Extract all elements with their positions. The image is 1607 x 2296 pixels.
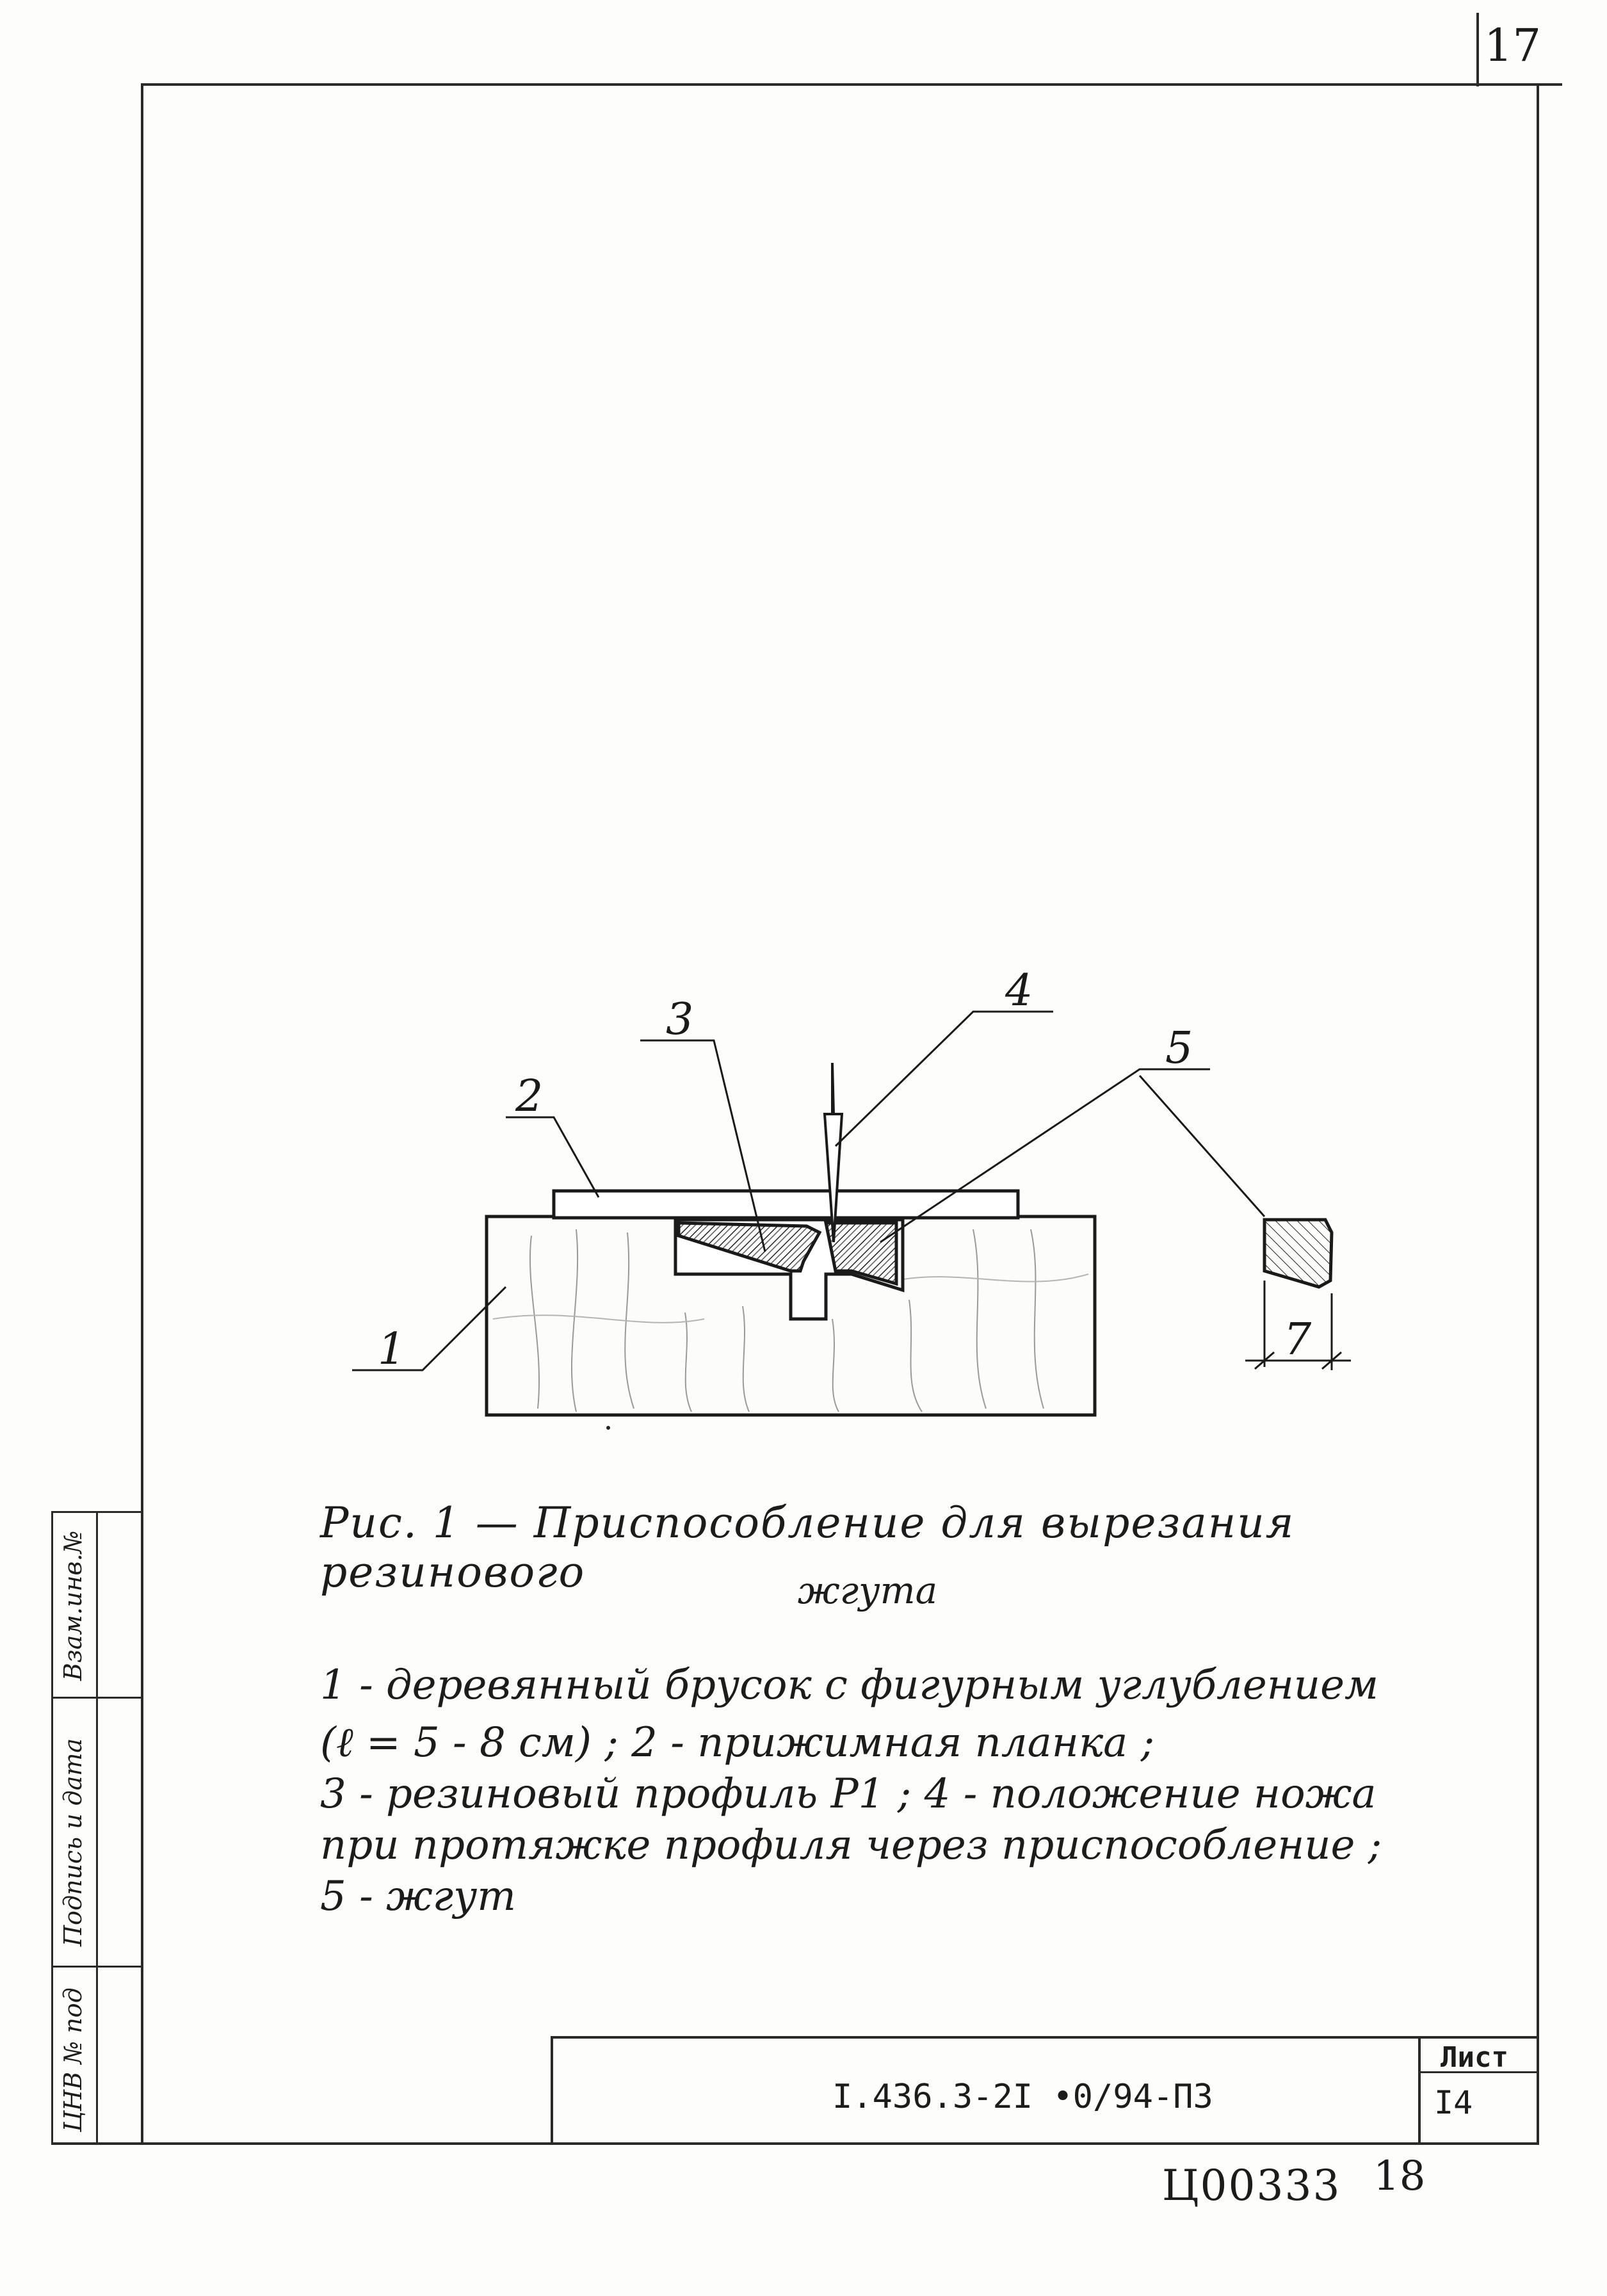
legend-line-5: 5 - жгут xyxy=(320,1873,516,1920)
sheet-number: I4 xyxy=(1434,2084,1473,2121)
frame-right xyxy=(1537,83,1539,2145)
side-label-signature: Подпись и дата xyxy=(59,1738,87,1946)
corner-page-number: 17 xyxy=(1484,19,1542,72)
label-2: 2 xyxy=(515,1071,543,1122)
leader-lines xyxy=(352,1010,1266,1371)
frame-top xyxy=(141,83,1562,86)
side-stamp-sep2 xyxy=(51,1966,143,1968)
label-7: 7 xyxy=(1284,1314,1312,1365)
label-5: 5 xyxy=(1165,1023,1193,1074)
legend-line-4: при протяжке профиля через приспособлени… xyxy=(320,1822,1382,1869)
title-block-sheet-sep xyxy=(1418,2071,1539,2073)
label-4: 4 xyxy=(1005,966,1033,1016)
dimension-7 xyxy=(1245,1281,1351,1370)
legend-line-1: 1 - деревянный брусок с фигурным углубле… xyxy=(320,1661,1378,1709)
title-block-divider xyxy=(1418,2036,1421,2145)
side-label-inv-no: ЦНВ № под xyxy=(59,1987,87,2132)
frame-bottom xyxy=(51,2142,1539,2145)
side-stamp-left xyxy=(51,1511,53,2145)
figure-caption-cont: жгута xyxy=(797,1569,938,1612)
label-1: 1 xyxy=(378,1324,405,1375)
clamp-strip xyxy=(552,1189,1020,1220)
figure-caption-title: Рис. 1 — Приспособление для вырезания ре… xyxy=(320,1498,1295,1597)
legend-line-2: (ℓ = 5 - 8 см) ; 2 - прижимная планка ; xyxy=(320,1719,1155,1766)
rubber-profile xyxy=(677,1221,822,1273)
cut-cord xyxy=(1263,1218,1334,1289)
corner-divider xyxy=(1476,13,1479,86)
title-block-top xyxy=(551,2036,1539,2039)
knife xyxy=(823,1062,844,1243)
sheet-label: Лист xyxy=(1441,2041,1508,2074)
label-3: 3 xyxy=(666,994,693,1045)
archive-page: 18 xyxy=(1373,2153,1426,2200)
part-labels: 1 2 3 4 5 7 xyxy=(378,966,1312,1375)
side-stamp-top xyxy=(51,1511,143,1513)
side-stamp-inner xyxy=(96,1511,98,2145)
frame-left xyxy=(141,83,143,2145)
archive-stamp: Ц00333 xyxy=(1162,2161,1341,2210)
figure-drawing: 1 2 3 4 5 7 xyxy=(352,966,1351,1430)
document-code: I.436.3-2I •0/94-ПЗ xyxy=(832,2078,1213,2116)
rubber-profile-right xyxy=(823,1221,898,1286)
title-block-left xyxy=(551,2036,553,2145)
legend-line-3: 3 - резиновый профиль Р1 ; 4 - положение… xyxy=(320,1770,1377,1818)
side-stamp-sep1 xyxy=(51,1697,143,1699)
